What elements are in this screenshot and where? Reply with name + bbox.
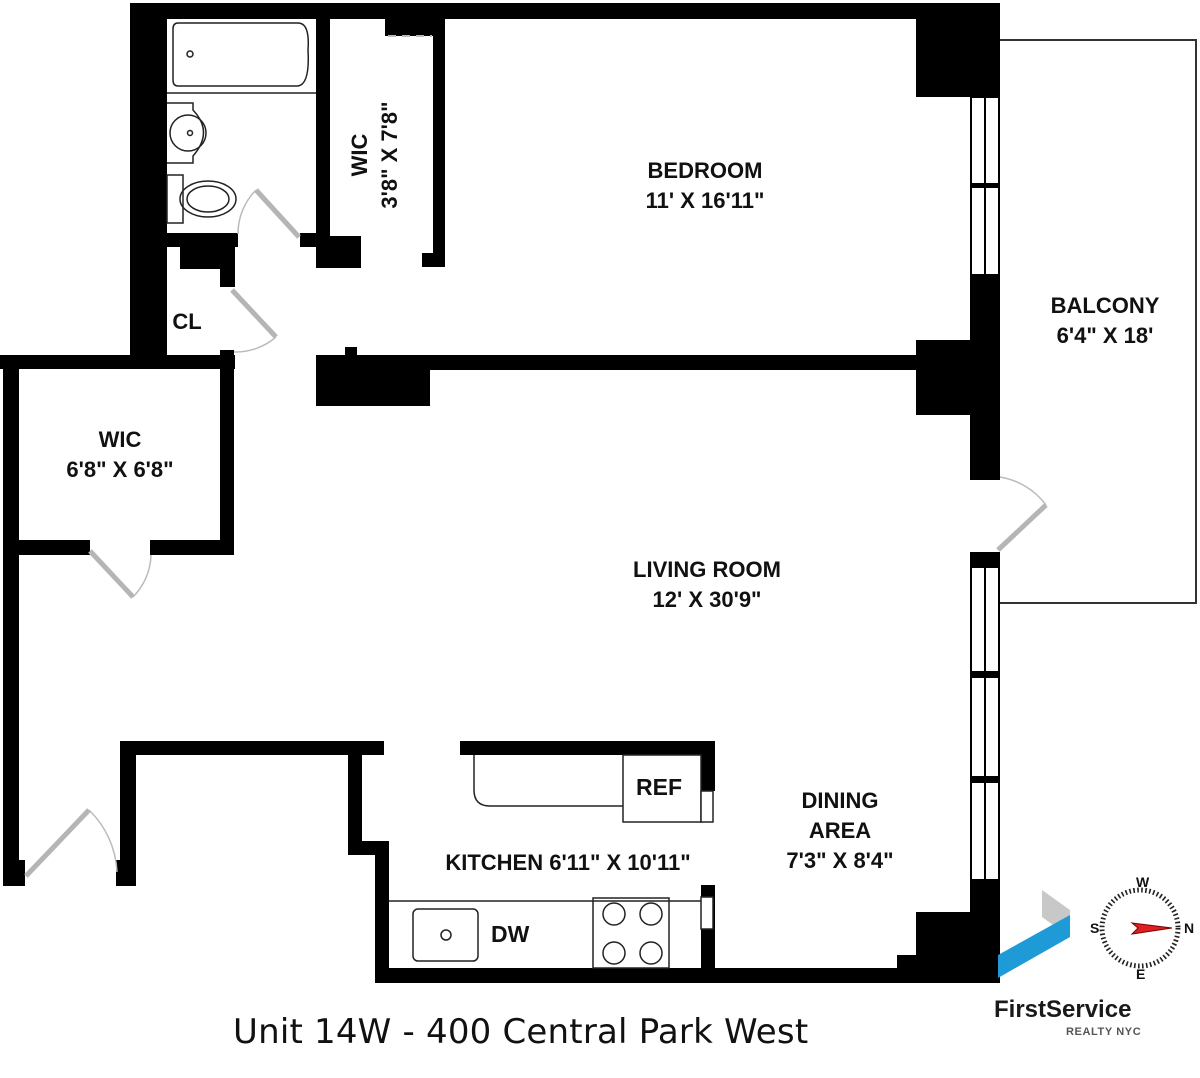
sink-icon — [412, 908, 479, 962]
living-room-name: LIVING ROOM — [633, 557, 781, 582]
brand-logo-icon — [998, 890, 1070, 978]
brand-subtitle: REALTY NYC — [1066, 1026, 1142, 1038]
kitchen-name: KITCHEN 6'11" X 10'11" — [445, 850, 691, 875]
toilet-icon — [166, 174, 184, 224]
living-room-dims: 12' X 30'9" — [652, 587, 762, 612]
wic-foyer-label: WIC 6'8" X 6'8" — [30, 425, 210, 485]
kitchen-fixtures — [389, 754, 714, 969]
refrigerator-label: REF — [636, 774, 682, 800]
compass-east: E — [1136, 966, 1146, 982]
closet-label: CL — [155, 307, 219, 337]
balcony-name: BALCONY — [1050, 293, 1160, 318]
refrigerator-box — [622, 754, 702, 823]
compass-needle — [1130, 922, 1173, 935]
doors — [24, 35, 1048, 878]
compass-south: S — [1090, 920, 1100, 936]
sink-icon — [167, 102, 205, 164]
bedroom-name: BEDROOM — [647, 158, 763, 183]
wic-bedroom-label: WIC 3'8" X 7'8" — [345, 75, 405, 235]
stove-icon — [592, 897, 670, 969]
closet-name: CL — [172, 309, 202, 334]
walls — [0, 3, 1000, 983]
wic-bedroom-dims: 3'8" X 7'8" — [377, 101, 402, 209]
compass-west: W — [1136, 874, 1150, 890]
compass-north: N — [1184, 920, 1195, 936]
wic-bedroom-name: WIC — [347, 133, 372, 177]
bedroom-dims: 11' X 16'11" — [645, 188, 765, 213]
living-room-label: LIVING ROOM 12' X 30'9" — [597, 555, 817, 615]
dining-area-name-2: AREA — [808, 818, 872, 843]
brand-name: FirstService — [994, 996, 1132, 1023]
dining-area-name-1: DINING — [801, 788, 879, 813]
bathtub-icon — [172, 22, 310, 87]
dining-area-label: DINING AREA 7'3" X 8'4" — [760, 786, 920, 876]
bedroom-label: BEDROOM 11' X 16'11" — [600, 156, 810, 216]
balcony-dims: 6'4" X 18' — [1056, 323, 1154, 348]
balcony-label: BALCONY 6'4" X 18' — [1010, 291, 1200, 351]
compass-icon — [1099, 887, 1181, 969]
windows — [970, 96, 1000, 881]
dishwasher-label: DW — [491, 921, 530, 947]
wic-foyer-name: WIC — [98, 427, 142, 452]
balcony-outline — [1000, 39, 1197, 604]
dining-area-dims: 7'3" X 8'4" — [786, 848, 894, 873]
kitchen-label: KITCHEN 6'11" X 10'11" — [418, 848, 718, 878]
wic-foyer-dims: 6'8" X 6'8" — [66, 457, 174, 482]
unit-caption: Unit 14W - 400 Central Park West — [233, 1012, 809, 1052]
bathroom-fixtures — [166, 22, 316, 224]
